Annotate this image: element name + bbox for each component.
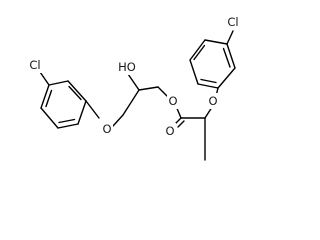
svg-text:Cl: Cl — [227, 15, 238, 29]
svg-text:O: O — [208, 94, 217, 108]
bond-ch2-o-ester — [157, 86, 169, 98]
bond-cl-left — [39, 71, 50, 86]
svg-text:O: O — [102, 122, 111, 136]
left-aromatic-ring — [40, 80, 87, 129]
svg-text:Cl: Cl — [29, 58, 40, 72]
molecule-svg: Cl O HO O O O Cl — [25, 14, 243, 161]
atom-o-ester: O — [167, 93, 179, 109]
bond-cl-right — [226, 30, 234, 45]
atom-cl-left: Cl — [25, 57, 45, 73]
atom-cl-right: Cl — [223, 14, 243, 30]
bond-choh-ch2 — [138, 86, 159, 91]
carbonyl-double-bond — [174, 117, 185, 128]
structure-diagram: Cl O HO O O O Cl — [25, 14, 243, 161]
atom-hydroxyl: HO — [116, 59, 138, 75]
bond-o-ch2-left — [112, 114, 124, 127]
atom-o-ether-left: O — [101, 121, 113, 137]
atom-o-carbonyl: O — [164, 123, 176, 139]
bond-choh-oh — [127, 73, 140, 91]
right-aromatic-ring — [189, 39, 236, 89]
bond-ch2-choh — [122, 89, 140, 116]
svg-text:O: O — [168, 94, 177, 108]
svg-text:HO: HO — [118, 60, 136, 74]
atom-o-ether-right: O — [207, 93, 219, 109]
svg-text:O: O — [165, 124, 174, 138]
bond-ring-o-left — [85, 100, 100, 119]
